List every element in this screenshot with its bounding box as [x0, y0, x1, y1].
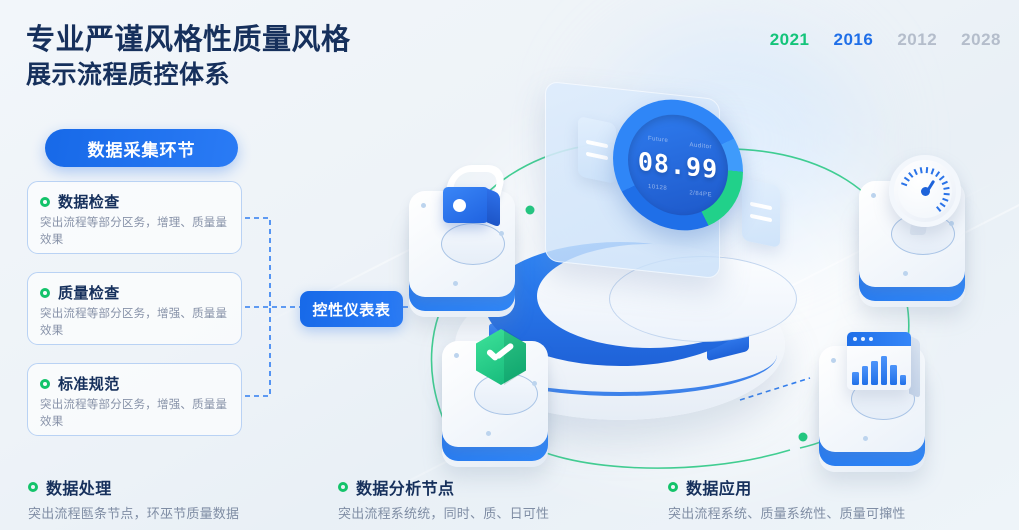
- center-badge-control-panel[interactable]: 控性仪表表: [300, 291, 403, 327]
- year-tab-2028[interactable]: 2028: [961, 30, 1001, 49]
- bottom-item-desc: 突出流程系统、质量系统性、质量可撺性: [668, 506, 906, 521]
- info-card-header: 质量检查: [40, 282, 229, 303]
- bar-chart-node: [805, 330, 955, 480]
- lock-node: [395, 165, 545, 325]
- info-card-desc: 突出流程等部分区务，增强、质量量效果: [40, 308, 228, 338]
- bullet-ring-icon: [28, 482, 38, 492]
- bullet-ring-icon: [668, 482, 678, 492]
- bullet-ring-icon: [40, 196, 50, 207]
- gauge-inner-disc: Future Auditor 08.99 10128 2/84PE: [628, 109, 728, 221]
- info-card-header: 数据检查: [40, 191, 229, 212]
- bottom-item-desc: 突出流程系统统，同时、质、日可性: [338, 506, 550, 521]
- bottom-item-data-application[interactable]: 数据应用 突出流程系统、质量系统性、质量可撺性: [668, 475, 906, 522]
- bottom-item-title: 数据处理: [46, 481, 112, 498]
- gauge-readout-value: 08.99: [637, 146, 719, 184]
- bullet-ring-icon: [40, 378, 50, 389]
- year-tab-2016[interactable]: 2016: [833, 30, 874, 49]
- speedometer-node: [845, 155, 995, 315]
- info-card-data-check[interactable]: 数据检查 突出流程等部分区务，增理、质量量效果: [27, 181, 242, 254]
- speedometer-icon: [889, 155, 961, 227]
- bottom-item-data-processing[interactable]: 数据处理 突出流程匦条节点，环巫节质量数据: [28, 475, 239, 522]
- gauge-micro-label: Future: [648, 135, 669, 144]
- info-card-desc: 突出流程等部分区务，增理、质量量效果: [40, 217, 228, 247]
- info-card-title: 标准规范: [58, 376, 120, 393]
- info-card-standard-spec[interactable]: 标准规范 突出流程等部分区务，增强、质量量效果: [27, 363, 242, 436]
- bottom-item-header: 数据分析节点: [338, 475, 549, 499]
- info-card-header: 标准规范: [40, 373, 229, 394]
- page-title-line2: 展示流程质控体系: [26, 61, 231, 90]
- dashed-connector: [245, 217, 271, 307]
- info-card-title: 数据检查: [58, 194, 120, 211]
- year-tab-2012[interactable]: 2012: [897, 30, 938, 49]
- bar-chart-window-icon: [847, 332, 911, 390]
- bottom-item-desc: 突出流程匦条节点，环巫节质量数据: [28, 506, 240, 521]
- page-title: 专业严谨风格性质量风格 展示流程质控体系: [26, 22, 351, 91]
- bullet-ring-icon: [40, 287, 50, 298]
- gauge-micro-label: 10128: [648, 183, 668, 192]
- info-card-title: 质量检查: [58, 285, 120, 302]
- window-titlebar: [847, 332, 911, 346]
- dashed-connector: [245, 307, 271, 397]
- year-tab-2021[interactable]: 2021: [769, 30, 810, 49]
- section-pill-data-collection[interactable]: 数据采集环节: [45, 129, 238, 167]
- info-card-desc: 突出流程等部分区务，增强、质量量效果: [40, 399, 228, 429]
- bar-chart-bars: [852, 351, 906, 385]
- bullet-ring-icon: [338, 482, 348, 492]
- panel-side-tab-right: [742, 177, 780, 249]
- panel-side-tab-left: [578, 115, 616, 185]
- page-title-line1: 专业严谨风格性质量风格: [26, 24, 351, 56]
- bottom-item-header: 数据应用: [668, 475, 906, 499]
- shield-check-node: [428, 325, 578, 475]
- bottom-item-title: 数据分析节点: [356, 481, 455, 498]
- bottom-item-data-analysis[interactable]: 数据分析节点 突出流程系统统，同时、质、日可性: [338, 475, 549, 522]
- year-nav: 2021 2016 2012 2028: [770, 30, 1001, 50]
- check-icon: [485, 347, 515, 362]
- bottom-item-header: 数据处理: [28, 475, 239, 499]
- gauge-micro-label: Auditor: [689, 142, 712, 151]
- bottom-item-title: 数据应用: [686, 481, 752, 498]
- gauge-micro-label: 2/84PE: [689, 190, 712, 199]
- lock-icon: [443, 187, 489, 223]
- info-card-quality-check[interactable]: 质量检查 突出流程等部分区务，增强、质量量效果: [27, 272, 242, 345]
